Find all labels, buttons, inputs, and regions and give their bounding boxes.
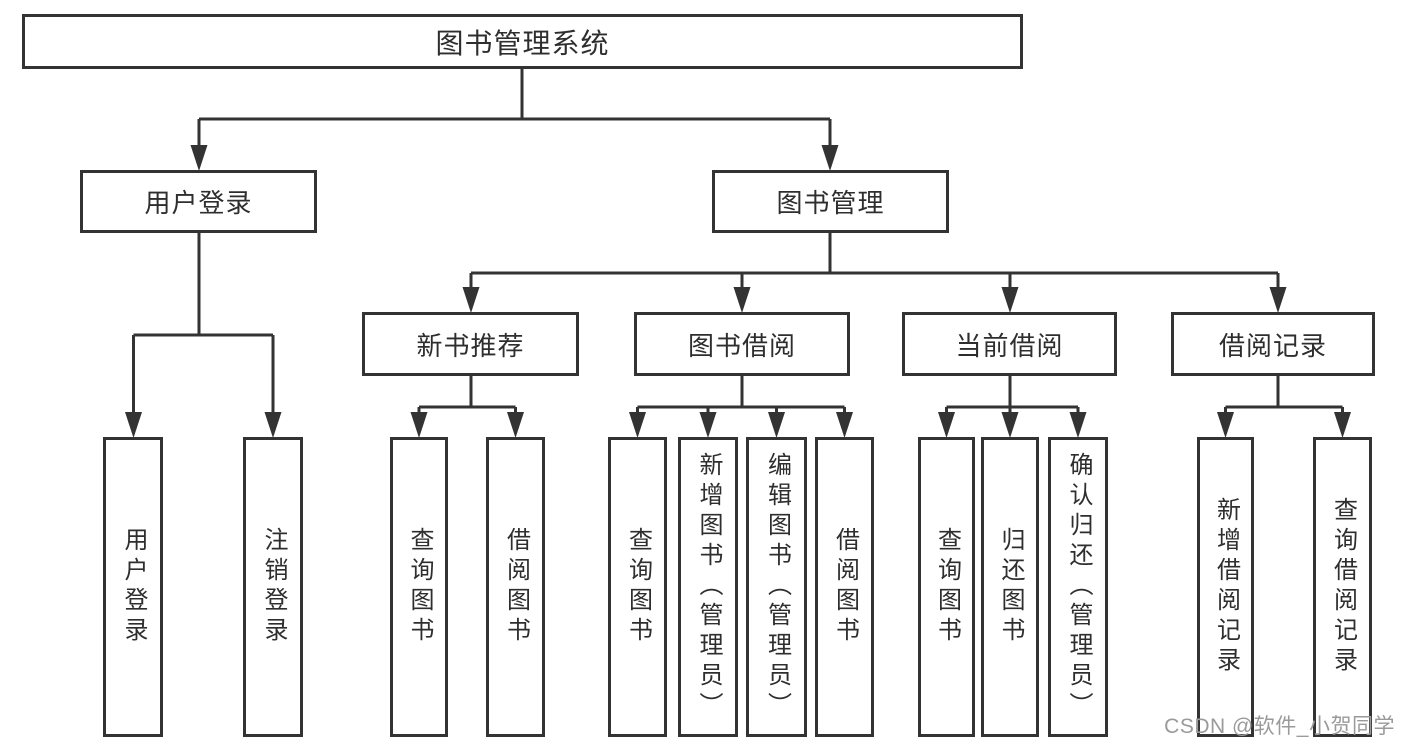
node-label: 新增图书（管理员） [695,452,722,722]
arrowhead-icon [733,287,751,313]
node-label: 图书管理系统 [435,27,610,59]
arrowhead-icon [1217,412,1234,438]
arrowhead-icon [699,412,717,438]
leaf-current-confirm-return-admin: 确认归还（管理员） [1048,437,1108,737]
node-label: 编辑图书（管理员） [763,452,791,722]
node-label: 新书推荐 [416,330,525,361]
leaf-borrow-edit-book-admin: 编辑图书（管理员） [746,437,807,737]
arrowhead-icon [462,287,480,313]
node-label: 借阅记录 [1218,330,1327,361]
connector-new-book-branch [410,376,524,438]
arrowhead-icon [938,412,955,438]
node-label: 查询图书 [624,527,652,647]
leaf-user-login: 用户登录 [103,437,163,737]
leaf-records-add-borrow-record: 新增借阅记录 [1197,437,1254,737]
leaf-borrow-borrow-book: 借阅图书 [815,437,874,737]
arrowhead-icon [629,412,646,438]
node-label: 借阅图书 [831,527,859,647]
node-label: 当前借阅 [955,330,1064,361]
node-user-login: 用户登录 [80,170,317,233]
connector-root-to-level2 [190,69,839,171]
arrowhead-icon [264,412,282,438]
leaf-logout-login: 注销登录 [243,437,303,737]
arrowhead-icon [190,145,208,171]
arrowhead-icon [1269,287,1287,313]
leaf-recommend-borrow-book: 借阅图书 [486,437,545,737]
node-label: 确认归还（管理员） [1065,452,1092,722]
node-book-management: 图书管理 [712,170,949,233]
connector-book-management-branch [462,233,1287,313]
node-borrow-records: 借阅记录 [1171,312,1375,376]
watermark: CSDN @软件_小贺同学 [1164,715,1395,738]
node-library-management-system: 图书管理系统 [22,14,1023,69]
arrowhead-icon [768,412,785,438]
node-label: 用户登录 [144,188,253,218]
arrowhead-icon [1334,412,1351,438]
node-label: 查询图书 [933,527,961,647]
leaf-current-return-book: 归还图书 [981,437,1039,737]
arrowhead-icon [1001,412,1019,438]
node-label: 用户登录 [120,527,147,647]
node-label: 图书借阅 [687,330,796,361]
arrowhead-icon [507,412,524,438]
arrowhead-icon [410,412,428,438]
connector-book-borrow-branch [629,376,853,438]
node-book-borrow: 图书借阅 [634,312,850,376]
node-label: 查询图书 [406,527,433,647]
node-current-borrow: 当前借阅 [902,312,1117,376]
arrowhead-icon [821,145,839,171]
leaf-records-query-borrow-record: 查询借阅记录 [1313,437,1372,737]
node-label: 新增借阅记录 [1212,497,1240,677]
connector-borrow-records-branch [1217,376,1351,438]
arrowhead-icon [125,412,142,438]
leaf-recommend-query-book: 查询图书 [390,437,448,737]
leaf-current-query-book: 查询图书 [918,437,975,737]
node-label: 注销登录 [260,527,287,647]
connector-current-borrow-branch [938,376,1087,438]
connector-user-login-branch [125,233,282,438]
node-label: 图书管理 [776,188,885,218]
leaf-borrow-add-book-admin: 新增图书（管理员） [678,437,738,737]
arrowhead-icon [836,412,853,438]
arrowhead-icon [1001,287,1019,313]
node-new-book-recommend: 新书推荐 [362,312,579,376]
node-label: 归还图书 [997,527,1024,647]
arrowhead-icon [1069,412,1087,438]
node-label: 借阅图书 [502,527,530,647]
node-label: 查询借阅记录 [1329,497,1357,677]
leaf-borrow-query-book: 查询图书 [608,437,667,737]
